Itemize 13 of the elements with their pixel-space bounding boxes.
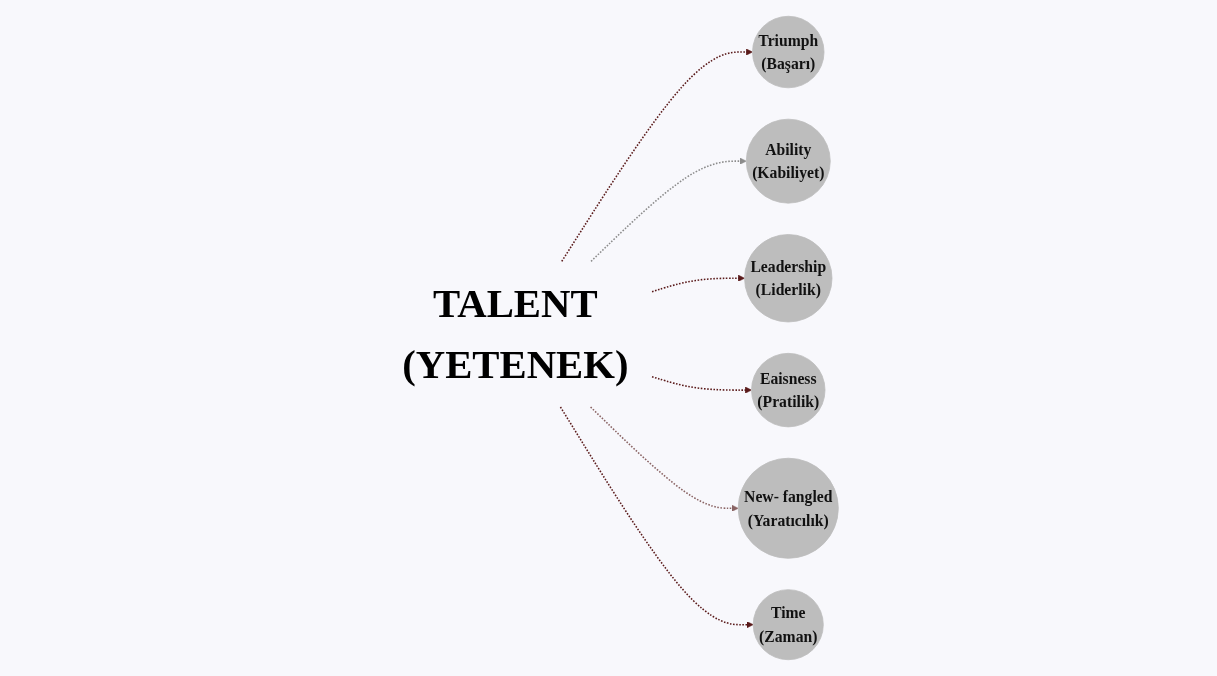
node-circle: Eaisness (Pratilik)	[751, 352, 826, 428]
arrow	[559, 406, 754, 629]
node-circle: Ability (Kabiliyet)	[745, 118, 831, 204]
node-circle: Time (Zaman)	[752, 589, 824, 661]
arrow	[561, 48, 753, 263]
arrow	[589, 406, 739, 512]
arrow	[590, 157, 747, 263]
arrow	[651, 274, 745, 293]
node-circle: Leadership (Liderlik)	[744, 234, 833, 323]
node-circle: New- fangled (Yaratıcılık)	[737, 457, 839, 559]
node-text: TALENT (YETENEK)	[402, 280, 629, 387]
node-circle: Triumph (Başarı)	[752, 15, 825, 89]
arrow	[651, 375, 752, 394]
